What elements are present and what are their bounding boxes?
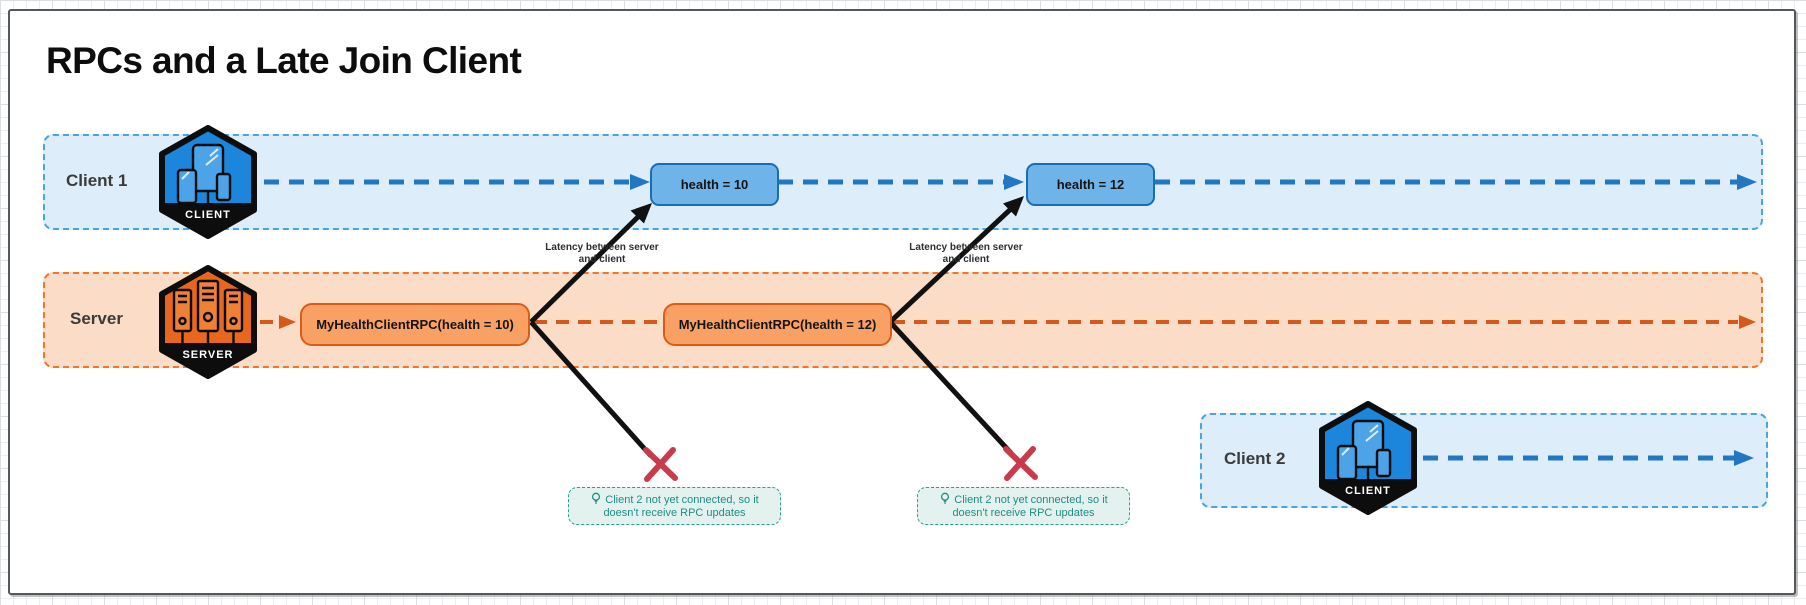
- badge-label: CLIENT: [1345, 485, 1391, 497]
- lightbulb-icon: [941, 492, 950, 504]
- badge-banner: [162, 343, 254, 376]
- node-health-12: health = 12: [1026, 163, 1155, 206]
- latency-label-1: Latency between server and client: [545, 242, 659, 265]
- lightbulb-icon: [592, 492, 601, 504]
- lane-client-1: [43, 134, 1763, 230]
- note-text: Client 2 not yet connected, so it doesn'…: [603, 493, 759, 520]
- node-rpc-health-10: MyHealthClientRPC(health = 10): [300, 303, 530, 346]
- client2-badge: CLIENT: [1319, 401, 1417, 515]
- node-rpc-health-12: MyHealthClientRPC(health = 12): [663, 303, 892, 346]
- client-devices-icon: [176, 143, 232, 220]
- lane-client-2: [1200, 413, 1768, 508]
- client1-badge: CLIENT: [159, 125, 257, 239]
- lane-label-client-1: Client 1: [66, 171, 128, 190]
- diagram-title: RPCs and a Late Join Client: [46, 40, 522, 81]
- note-text: Client 2 not yet connected, so it doesn'…: [952, 493, 1108, 520]
- badge-banner: [162, 203, 254, 236]
- badge-banner: [1322, 479, 1414, 512]
- late-join-note-1: Client 2 not yet connected, so it doesn'…: [568, 487, 781, 525]
- node-health-10: health = 10: [650, 163, 779, 206]
- late-join-note-2: Client 2 not yet connected, so it doesn'…: [917, 487, 1130, 525]
- lane-label-client-2: Client 2: [1224, 449, 1286, 468]
- server-badge: SERVER: [159, 265, 257, 379]
- lane-label-server: Server: [70, 309, 123, 328]
- latency-label-2: Latency between server and client: [909, 242, 1023, 265]
- badge-label: CLIENT: [185, 209, 231, 221]
- badge-label: SERVER: [182, 349, 233, 361]
